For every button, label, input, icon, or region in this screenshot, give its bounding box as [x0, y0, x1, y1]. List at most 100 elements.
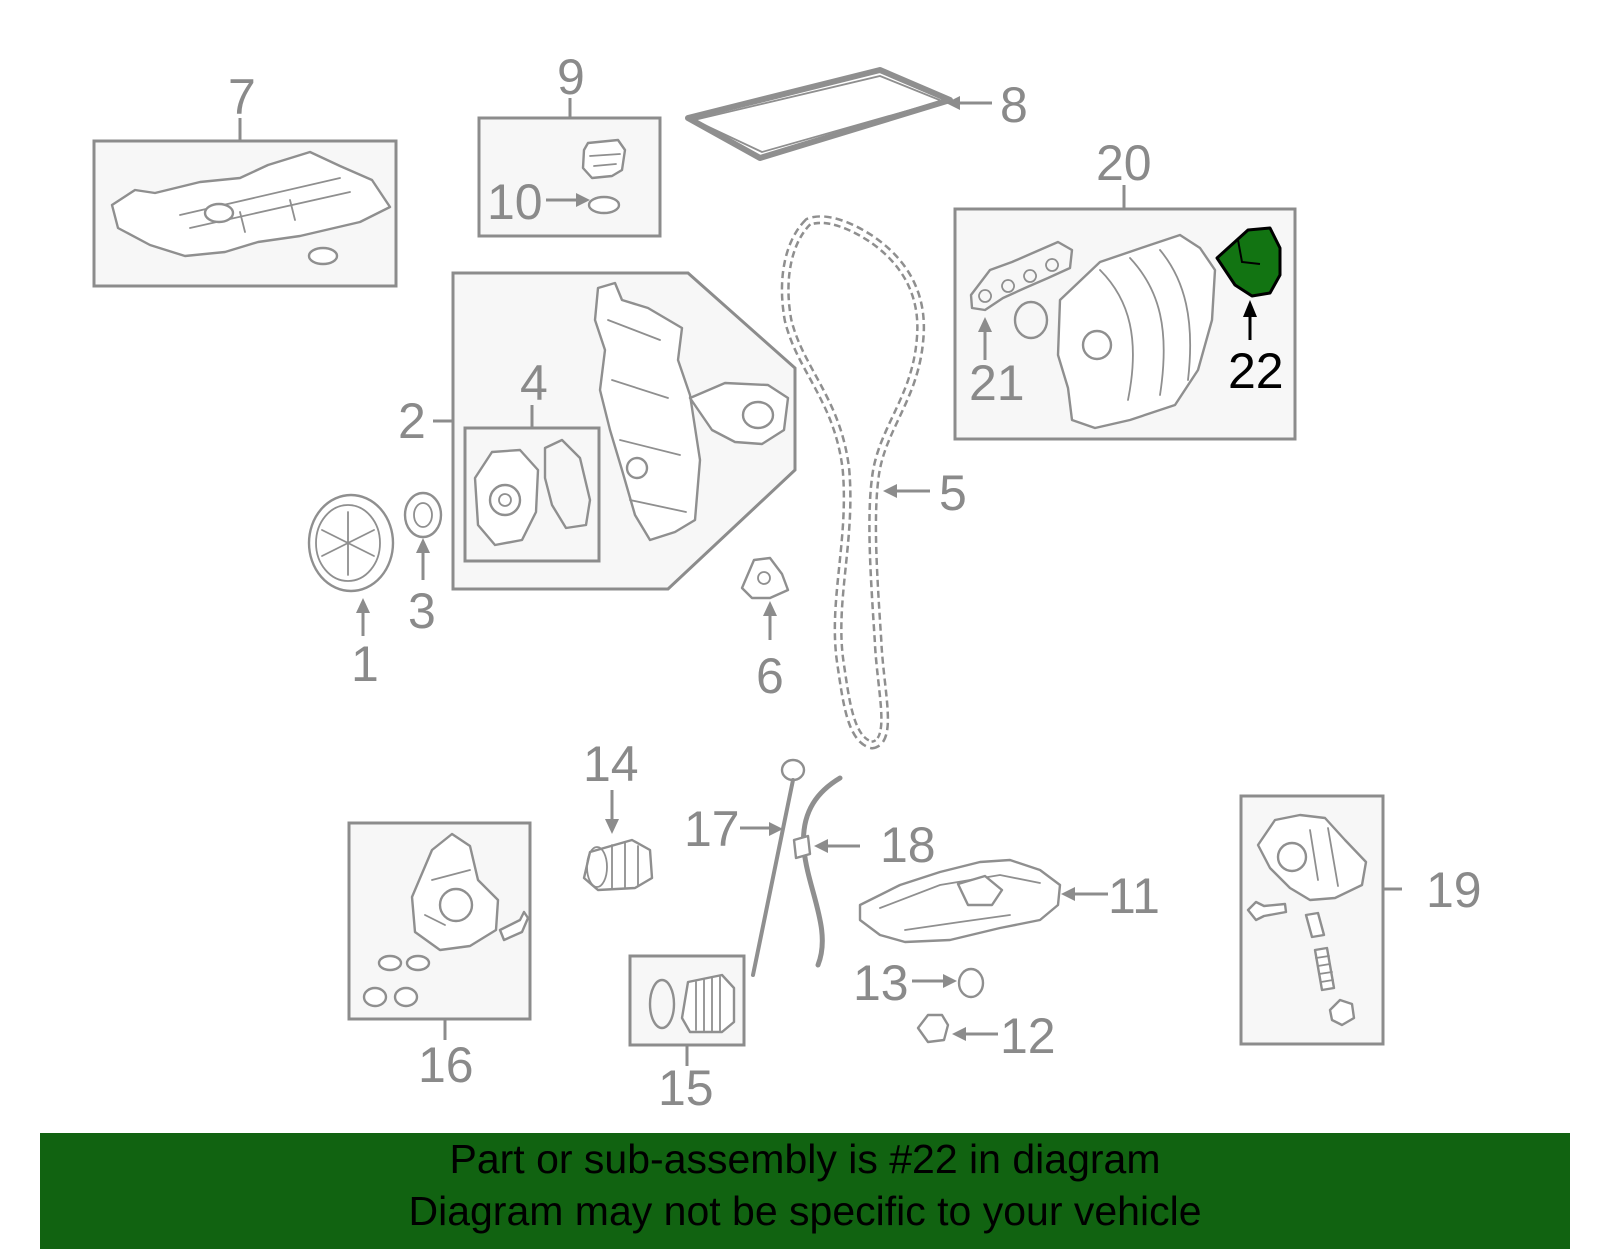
- part-14-group[interactable]: 14: [582, 736, 654, 892]
- part-21-arrowhead: [978, 317, 992, 332]
- callout-20: 20: [1096, 135, 1152, 191]
- part-19-plug[interactable]: [1328, 998, 1356, 1027]
- callout-3: 3: [408, 583, 436, 639]
- part-18-dipstick-tube[interactable]: [800, 775, 843, 968]
- part-18-tube-clip[interactable]: [792, 834, 812, 860]
- info-banner: Part or sub-assembly is #22 in diagram D…: [40, 1133, 1570, 1249]
- part-11-group[interactable]: 11: [858, 858, 1160, 944]
- callout-6: 6: [756, 648, 784, 704]
- callout-17: 17: [684, 801, 740, 857]
- part-4-pump-gasket[interactable]: [543, 438, 592, 530]
- part-18-group[interactable]: 18: [792, 775, 936, 968]
- part-12-group[interactable]: 12: [916, 1008, 1056, 1064]
- part-2-group[interactable]: 2: [398, 271, 797, 591]
- part-1-arrowhead: [356, 598, 370, 613]
- part-17-dipstick-handle[interactable]: [780, 758, 806, 782]
- part-15-filter-pleats: [695, 976, 721, 1033]
- part-11-oil-pan[interactable]: [858, 858, 1062, 944]
- callout-21: 21: [969, 355, 1025, 411]
- callout-15: 15: [658, 1060, 714, 1116]
- part-21-gasket-holes: [978, 258, 1059, 303]
- part-19-pump-body[interactable]: [1256, 813, 1368, 902]
- part-7-valve-cover[interactable]: [110, 150, 392, 258]
- part-2-cover-boss: [625, 456, 649, 480]
- part-15-filter-seal[interactable]: [648, 978, 676, 1030]
- part-19-spring-coils: [1315, 955, 1334, 983]
- callout-8: 8: [1000, 77, 1028, 133]
- part-16-plug-b[interactable]: [393, 986, 419, 1008]
- part-21-gasket[interactable]: [969, 240, 1074, 312]
- part-20-throttle-port: [1081, 329, 1113, 361]
- part-2-timing-cover[interactable]: [593, 281, 702, 542]
- part-15-group[interactable]: 15: [628, 954, 746, 1116]
- part-3-seal-inner: [413, 502, 433, 528]
- callout-19: 19: [1426, 862, 1482, 918]
- callout-9: 9: [557, 49, 585, 105]
- part-10-gasket[interactable]: [587, 195, 621, 215]
- part-13-arrowhead: [943, 974, 957, 988]
- callout-14: 14: [583, 736, 639, 792]
- part-8-gasket[interactable]: [685, 67, 953, 161]
- part-4-pump-hub: [488, 483, 522, 517]
- part-10-arrowhead: [576, 193, 590, 207]
- part-5-group[interactable]: 5: [780, 215, 967, 750]
- part-11-pan-sump: [956, 874, 1004, 907]
- part-1-pulley-rim: [315, 504, 381, 582]
- part-22-cover-edge: [1237, 239, 1261, 265]
- part-2-cover-ribs: [607, 319, 687, 513]
- part-17-dipstick[interactable]: [751, 778, 795, 977]
- callout-13: 13: [853, 955, 909, 1011]
- part-20-runners: [1099, 249, 1191, 401]
- part-2-housing[interactable]: [688, 381, 790, 446]
- callout-7: 7: [228, 69, 256, 125]
- part-19-bolt[interactable]: [1246, 900, 1288, 922]
- part-19-group[interactable]: 19: [1239, 794, 1482, 1046]
- part-16-plug-a[interactable]: [362, 986, 388, 1008]
- callout-10: 10: [487, 174, 543, 230]
- part-7-group[interactable]: 7: [92, 69, 398, 288]
- part-20-intake-manifold[interactable]: [1056, 233, 1217, 430]
- part-16-bracket[interactable]: [498, 910, 530, 942]
- part-7-cap-port: [203, 202, 235, 224]
- part-6-arrowhead: [763, 601, 777, 616]
- part-19-spring[interactable]: [1313, 946, 1336, 992]
- part-16-pump-rotor: [438, 887, 474, 923]
- part-13-group[interactable]: 13: [853, 955, 985, 1011]
- callout-4: 4: [520, 355, 548, 411]
- banner-line-1: Part or sub-assembly is #22 in diagram: [449, 1136, 1161, 1182]
- part-20-o-ring[interactable]: [1013, 300, 1049, 340]
- part-16-ring-b[interactable]: [405, 954, 431, 972]
- part-17-group[interactable]: 17: [684, 758, 806, 977]
- part-20-group[interactable]: 20 21 22: [953, 135, 1297, 441]
- part-14-cap-ribs: [611, 842, 639, 889]
- callout-2: 2: [398, 393, 426, 449]
- part-7-seal[interactable]: [307, 246, 339, 266]
- part-3-group[interactable]: 3: [403, 491, 443, 639]
- callout-5: 5: [939, 465, 967, 521]
- part-11-arrowhead: [1061, 887, 1075, 901]
- part-4-group[interactable]: 4: [463, 355, 601, 563]
- part-14-filter-cap[interactable]: [582, 838, 654, 892]
- part-16-group[interactable]: 16: [347, 821, 532, 1093]
- part-5-timing-chain[interactable]: [780, 215, 926, 750]
- part-3-seal[interactable]: [403, 491, 443, 539]
- part-15-filter-element[interactable]: [680, 973, 736, 1034]
- part-8-group[interactable]: 8: [685, 67, 1028, 161]
- part-13-washer[interactable]: [957, 967, 985, 999]
- part-8-arrowhead: [946, 96, 960, 110]
- part-6-tensioner[interactable]: [740, 556, 790, 600]
- callout-18: 18: [880, 817, 936, 873]
- part-19-plunger[interactable]: [1304, 911, 1326, 939]
- part-1-group[interactable]: 1: [307, 493, 395, 692]
- part-14-cap-face: [586, 846, 608, 888]
- part-12-arrowhead: [952, 1027, 966, 1041]
- part-6-group[interactable]: 6: [740, 556, 790, 704]
- part-9-group[interactable]: 9 10: [477, 49, 662, 238]
- part-8-gasket-inner: [691, 75, 945, 153]
- part-9-filler-cap[interactable]: [581, 138, 627, 180]
- part-12-drain-plug[interactable]: [916, 1013, 950, 1044]
- part-22-arrowhead: [1243, 300, 1257, 317]
- part-16-ring-a[interactable]: [377, 954, 403, 972]
- callout-22: 22: [1228, 343, 1284, 399]
